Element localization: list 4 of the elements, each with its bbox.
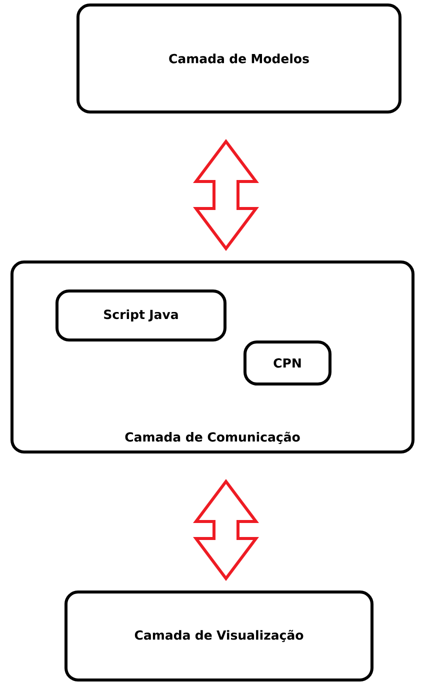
layer-box: Camada de Modelos — [76, 4, 402, 114]
component-box: CPN — [244, 340, 332, 386]
layer-box: Camada de Visualização — [64, 590, 374, 682]
component-box: Script Java — [56, 290, 226, 342]
